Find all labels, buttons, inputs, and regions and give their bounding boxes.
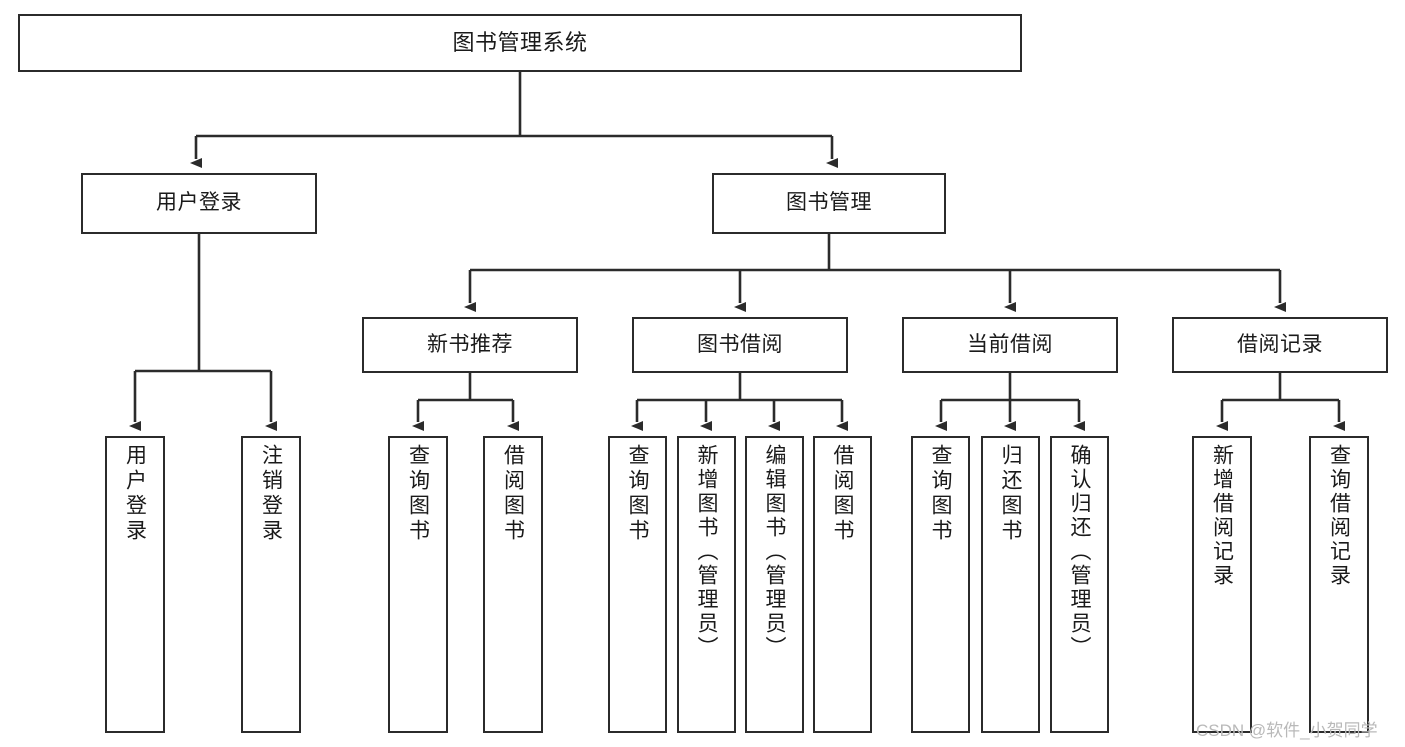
- leaf-logout-login[interactable]: 注销登录: [241, 436, 301, 733]
- node-borrow-record-label: 借阅记录: [1237, 332, 1323, 356]
- node-user-login-label: 用户登录: [156, 191, 242, 215]
- leaf-edit-book[interactable]: 编辑图书（管理员）: [745, 436, 804, 733]
- node-borrow-record[interactable]: 借阅记录: [1172, 317, 1388, 373]
- leaf-query-book-1[interactable]: 查询图书: [388, 436, 448, 733]
- leaf-user-login[interactable]: 用户登录: [105, 436, 165, 733]
- leaf-borrow-book-1-label: 借阅图书: [501, 444, 525, 544]
- node-book-management-label: 图书管理: [786, 191, 872, 215]
- leaf-add-record[interactable]: 新增借阅记录: [1192, 436, 1252, 733]
- leaf-query-book-2[interactable]: 查询图书: [608, 436, 667, 733]
- leaf-confirm-return[interactable]: 确认归还（管理员）: [1050, 436, 1109, 733]
- node-root-label: 图书管理系统: [452, 30, 588, 56]
- leaf-logout-login-label: 注销登录: [259, 444, 283, 544]
- leaf-query-record[interactable]: 查询借阅记录: [1309, 436, 1369, 733]
- leaf-return-book-label: 归还图书: [999, 444, 1022, 544]
- node-current-borrow[interactable]: 当前借阅: [902, 317, 1118, 373]
- leaf-user-login-label: 用户登录: [123, 444, 147, 544]
- leaf-query-book-3-label: 查询图书: [929, 444, 952, 544]
- watermark: CSDN @软件_小贺同学: [1196, 721, 1378, 740]
- node-current-borrow-label: 当前借阅: [967, 332, 1053, 356]
- leaf-query-book-3[interactable]: 查询图书: [911, 436, 970, 733]
- leaf-query-book-2-label: 查询图书: [626, 444, 649, 544]
- leaf-add-book[interactable]: 新增图书（管理员）: [677, 436, 736, 733]
- node-book-borrow-label: 图书借阅: [697, 332, 783, 356]
- leaf-add-book-label: 新增图书（管理员）: [695, 444, 718, 660]
- leaf-query-book-1-label: 查询图书: [406, 444, 430, 544]
- leaf-borrow-book-2-label: 借阅图书: [831, 444, 854, 544]
- node-root[interactable]: 图书管理系统: [18, 14, 1022, 72]
- node-user-login[interactable]: 用户登录: [81, 173, 317, 234]
- leaf-borrow-book-2[interactable]: 借阅图书: [813, 436, 872, 733]
- node-new-book-recommend-label: 新书推荐: [427, 332, 513, 356]
- node-book-management[interactable]: 图书管理: [712, 173, 946, 234]
- leaf-confirm-return-label: 确认归还（管理员）: [1068, 444, 1091, 660]
- leaf-query-record-label: 查询借阅记录: [1327, 444, 1351, 588]
- leaf-add-record-label: 新增借阅记录: [1210, 444, 1234, 588]
- node-new-book-recommend[interactable]: 新书推荐: [362, 317, 578, 373]
- leaf-edit-book-label: 编辑图书（管理员）: [763, 444, 786, 660]
- leaf-return-book[interactable]: 归还图书: [981, 436, 1040, 733]
- leaf-borrow-book-1[interactable]: 借阅图书: [483, 436, 543, 733]
- node-book-borrow[interactable]: 图书借阅: [632, 317, 848, 373]
